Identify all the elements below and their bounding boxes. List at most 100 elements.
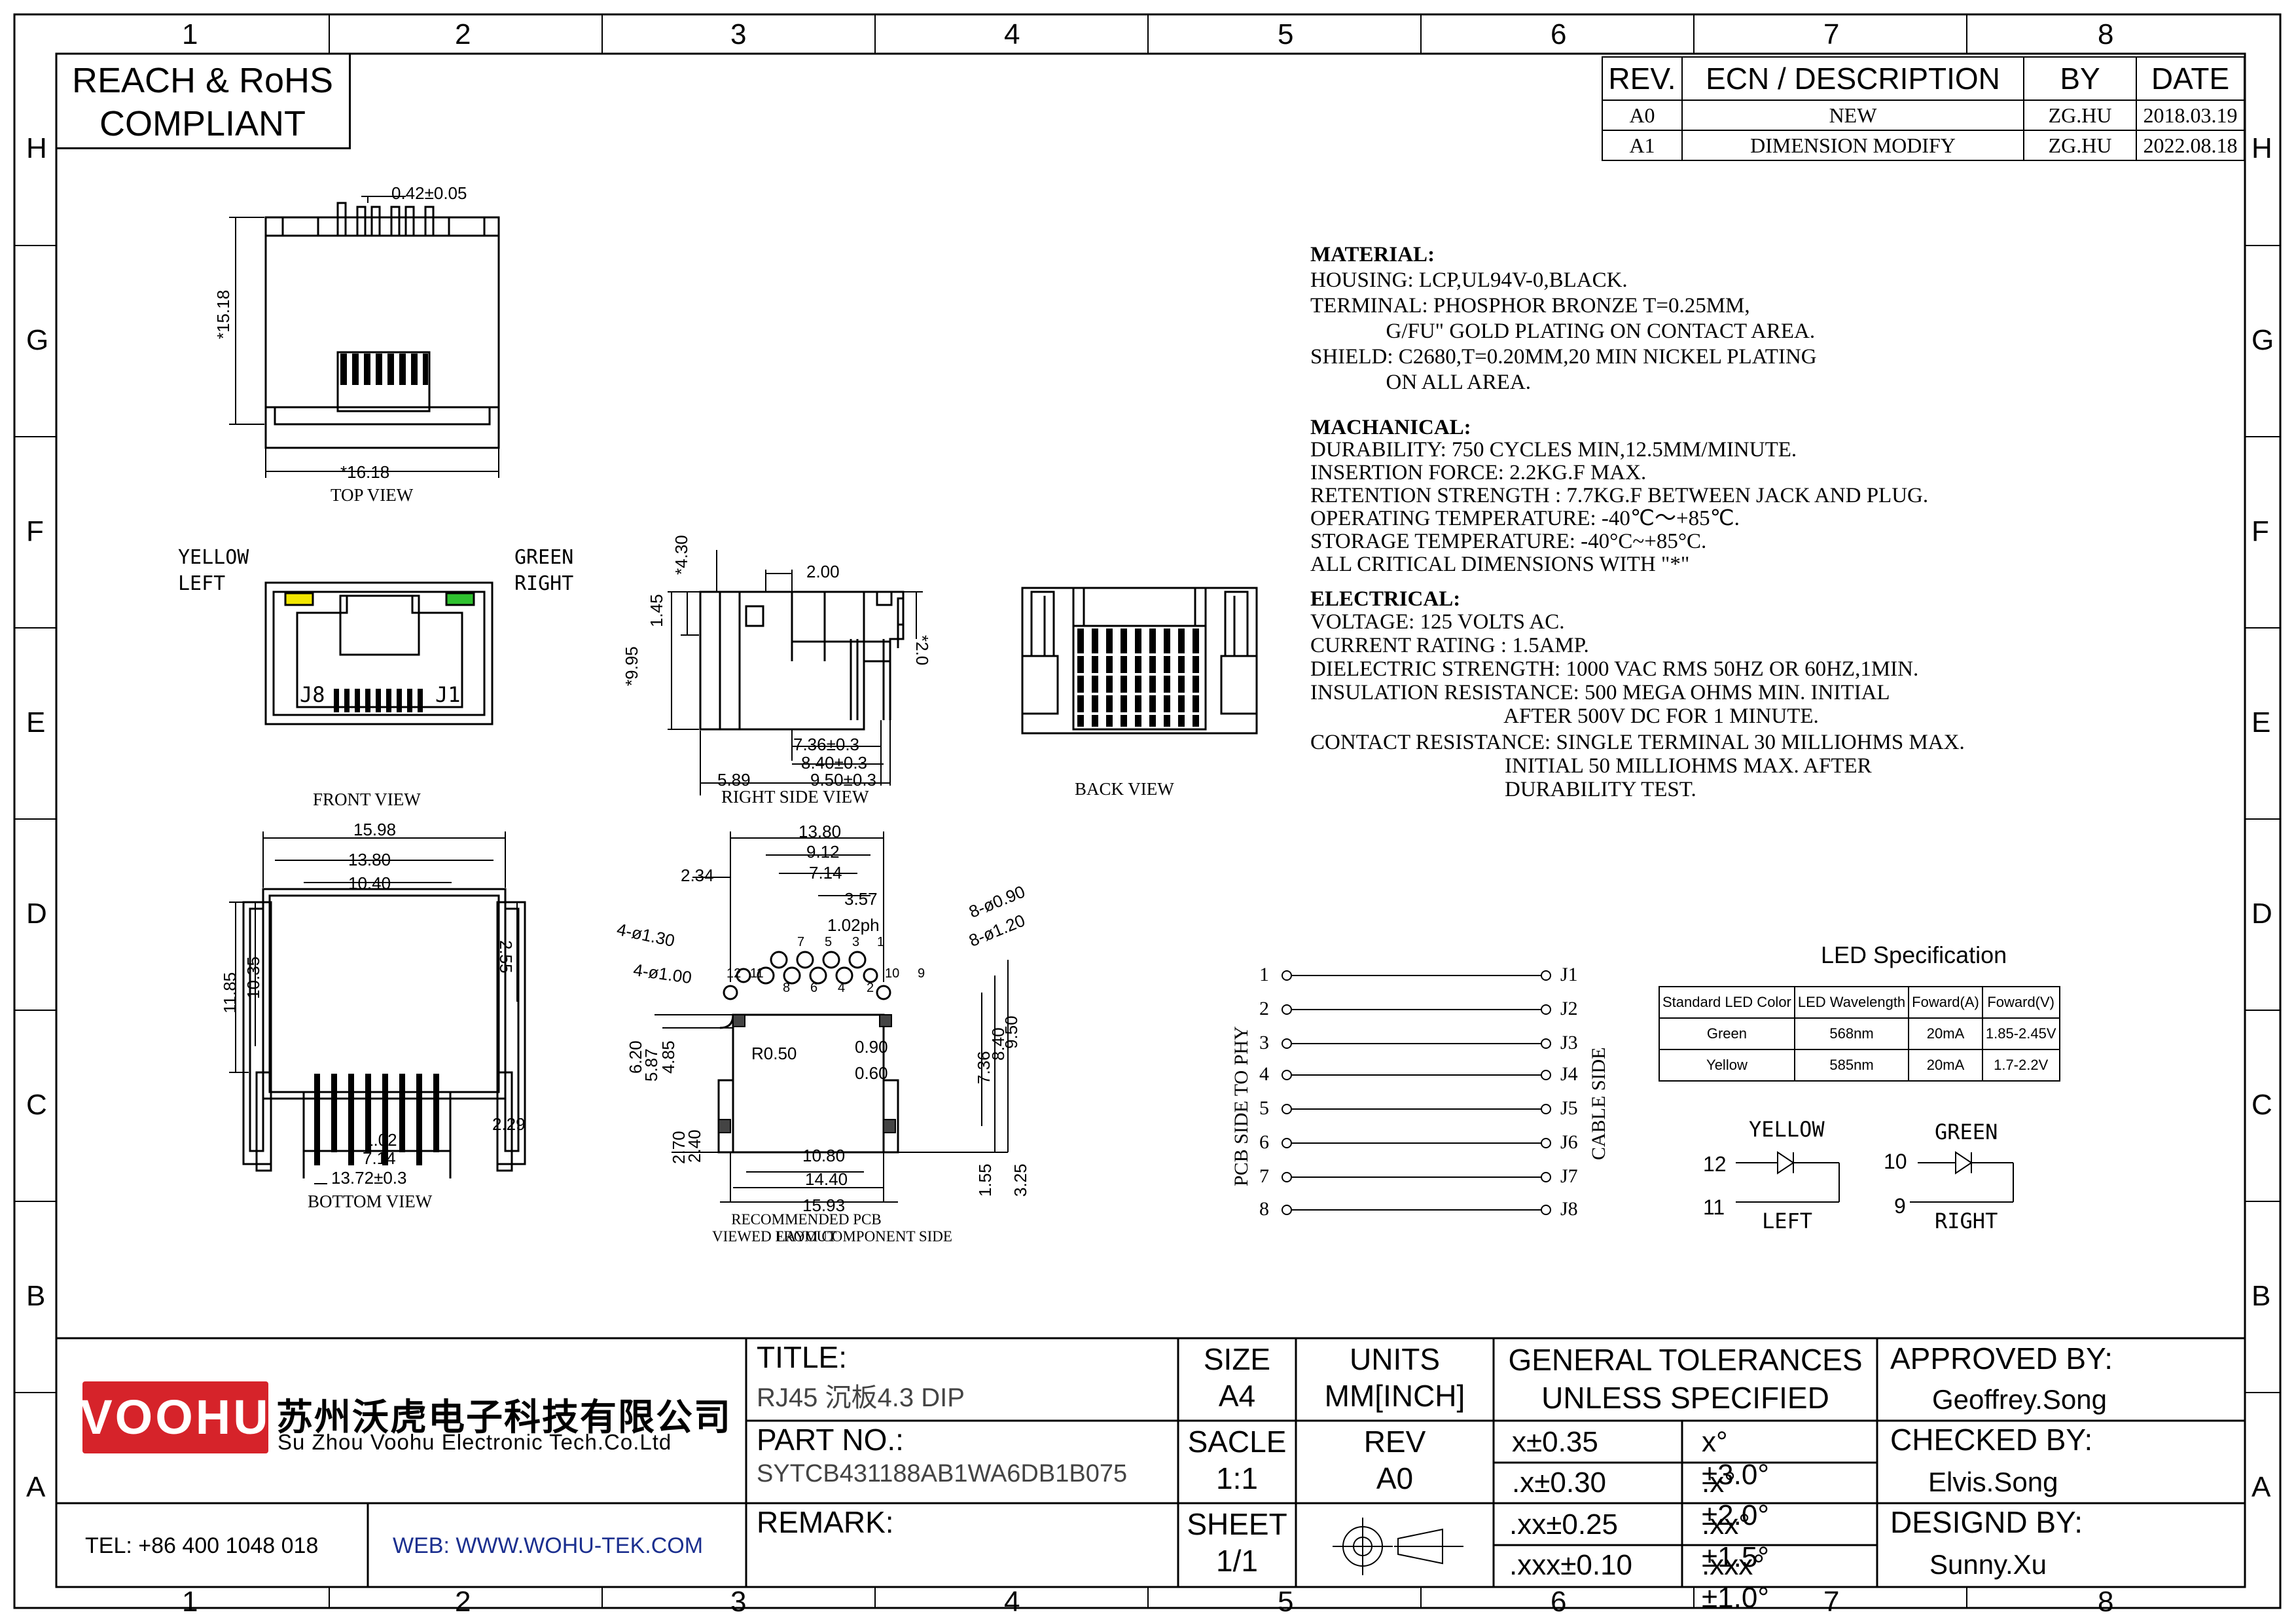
note-line: ALL CRITICAL DIMENSIONS WITH "*": [1310, 553, 1690, 576]
projection-symbol-icon: [1333, 1518, 1463, 1575]
front-led-right-label: GREEN RIGHT: [514, 545, 573, 597]
col-label: 3: [730, 1586, 747, 1618]
compliance-box: REACH & RoHS COMPLIANT: [56, 54, 351, 149]
company-name-cn: 苏州沃虎电子科技有限公司: [276, 1396, 732, 1438]
pin-label: 5: [825, 935, 833, 949]
sheet-value: 1/1: [1216, 1544, 1258, 1578]
pcb-dim: R0.50: [751, 1044, 797, 1063]
row-label: G: [26, 324, 49, 356]
col-label: 2: [455, 18, 471, 50]
note-line: INITIAL 50 MILLIOHMS MAX. AFTER: [1310, 754, 1872, 778]
designed-label: DESIGND BY:: [1890, 1505, 2083, 1539]
row-label: C: [26, 1089, 47, 1121]
top-dim: *16.18: [340, 462, 390, 482]
led-cell: Green: [1659, 1017, 1795, 1050]
led-cell: 568nm: [1793, 1017, 1910, 1050]
led-spec-title: LED Specification: [1821, 941, 2007, 968]
scale-label: SACLE: [1187, 1425, 1287, 1459]
tolerance-title1: GENERAL TOLERANCES: [1508, 1343, 1863, 1377]
units-value: MM[INCH]: [1324, 1379, 1465, 1413]
pcb-dim: 7.14: [809, 863, 842, 883]
front-view-label: FRONT VIEW: [313, 790, 421, 809]
green-label: GREEN: [514, 546, 574, 569]
bottom-dim: 10.40: [348, 873, 391, 893]
jack-pin: J6: [1560, 1131, 1578, 1153]
led-pin: 11: [1703, 1195, 1725, 1219]
col-label: 8: [2098, 1586, 2114, 1618]
led-header: Foward(V): [1981, 986, 2060, 1019]
col-label: 7: [1823, 18, 1840, 50]
note-line: INSERTION FORCE: 2.2KG.F MAX.: [1310, 461, 1647, 484]
row-label: C: [2251, 1089, 2272, 1121]
front-view-drawing: [264, 581, 493, 725]
note-line: VOLTAGE: 125 VOLTS AC.: [1310, 610, 1565, 634]
col-label: 8: [2098, 18, 2114, 50]
jack-pin: J7: [1560, 1165, 1578, 1187]
col-label: 4: [1004, 18, 1020, 50]
wiring-diagram: [1282, 970, 1551, 1215]
jack-pin: J3: [1560, 1032, 1578, 1053]
title-label: TITLE:: [757, 1340, 848, 1374]
size-cell: SIZE A4: [1178, 1341, 1296, 1414]
row-label: A: [2251, 1471, 2271, 1503]
pin-label: 2: [867, 981, 874, 995]
led-cell: 1.85-2.45V: [1981, 1017, 2060, 1050]
led-right-label: RIGHT: [1935, 1209, 1998, 1233]
note-line: HOUSING: LCP,UL94V-0,BLACK.: [1310, 268, 1628, 292]
rev-cell: NEW: [1681, 100, 2024, 131]
note-line: OPERATING TEMPERATURE: -40℃～+85℃.: [1310, 507, 1740, 530]
note-line: DURABILITY TEST.: [1310, 778, 1696, 801]
yellow-led-window: [284, 592, 314, 606]
remark-label: REMARK:: [757, 1505, 894, 1539]
scale-value: 1:1: [1216, 1461, 1258, 1495]
tolerance-linear: .xx±0.25: [1509, 1508, 1619, 1541]
led-schematic: [1736, 1151, 2014, 1203]
row-label: F: [2251, 515, 2269, 547]
top-view-label: TOP VIEW: [331, 485, 414, 505]
pcb-dim: 0.90: [855, 1037, 888, 1057]
note-line: RETENTION STRENGTH : 7.7KG.F BETWEEN JAC…: [1310, 484, 1929, 507]
note-line: ON ALL AREA.: [1310, 371, 1532, 394]
led-pin: 12: [1703, 1152, 1727, 1176]
row-label: A: [26, 1471, 46, 1503]
led-header: Foward(A): [1908, 986, 1983, 1019]
note-line: CONTACT RESISTANCE: SINGLE TERMINAL 30 M…: [1310, 731, 1965, 754]
rev-header: DATE: [2136, 56, 2245, 101]
left-label: LEFT: [178, 572, 226, 595]
bottom-view-drawing: [229, 831, 526, 1184]
pcb-dim: 9.12: [806, 842, 840, 862]
size-label: SIZE: [1203, 1342, 1271, 1376]
pin-label: 12: [726, 966, 742, 981]
pin-number: 2: [1259, 998, 1269, 1019]
row-label: G: [2251, 324, 2274, 356]
pin-number: 3: [1259, 1032, 1269, 1053]
checked-value: Elvis.Song: [1928, 1467, 2058, 1497]
scale-cell: SACLE 1:1: [1178, 1423, 1296, 1497]
yellow-label: YELLOW: [178, 546, 249, 569]
size-value: A4: [1218, 1379, 1256, 1413]
rev-header: ECN / DESCRIPTION: [1681, 56, 2024, 101]
row-label: E: [26, 706, 46, 739]
rev-cell: A0: [1602, 100, 1683, 131]
row-label: B: [2251, 1280, 2271, 1312]
col-label: 2: [455, 1586, 471, 1618]
rev-value: A0: [1376, 1461, 1414, 1495]
compliance-line1: REACH & RoHS: [71, 61, 334, 100]
part-no-label: PART NO.:: [757, 1423, 904, 1457]
side-dim: 5.89: [717, 770, 751, 790]
pcb-dim: 15.93: [802, 1195, 846, 1215]
pcb-caption-line2: VIEWED FROM COMPONENT SIDE: [712, 1228, 952, 1245]
tolerance-angular: .xx°±1.5°: [1702, 1508, 1769, 1573]
pcb-dim: 14.40: [805, 1169, 848, 1189]
note-line: G/FU" GOLD PLATING ON CONTACT AREA.: [1310, 319, 1816, 343]
row-label: E: [2251, 706, 2271, 739]
col-label: 6: [1551, 18, 1567, 50]
pin-number: 5: [1259, 1097, 1269, 1119]
col-label: 5: [1278, 18, 1294, 50]
col-label: 4: [1004, 1586, 1020, 1618]
website-link[interactable]: WEB: WWW.WOHU-TEK.COM: [393, 1533, 704, 1558]
row-label: B: [26, 1280, 46, 1312]
col-label: 6: [1551, 1586, 1567, 1618]
bottom-dim: 15.98: [353, 820, 397, 839]
